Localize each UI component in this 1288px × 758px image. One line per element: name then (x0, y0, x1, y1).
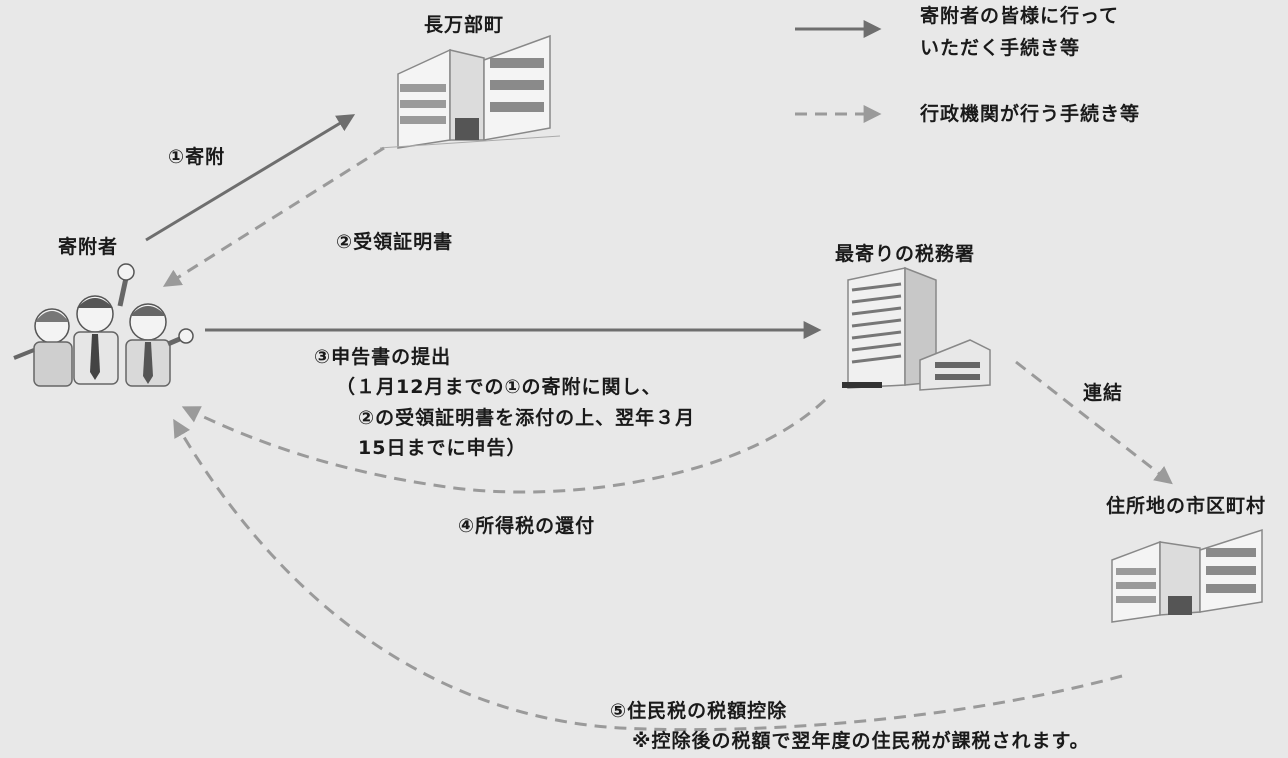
node-tax-office-label: 最寄りの税務署 (835, 243, 976, 265)
arrow-step2-certificate (162, 146, 385, 287)
step3-label: ③申告書の提出 (314, 346, 452, 368)
arrow-step4-refund (181, 398, 827, 494)
donors-illustration-icon (13, 263, 194, 387)
legend-solid-label-line2: いただく手続き等 (920, 37, 1081, 59)
arrow-step1-donation (145, 114, 356, 242)
step3-note-line3: 15日までに申告） (358, 437, 527, 459)
node-municipality-label: 住所地の市区町村 (1106, 495, 1267, 517)
step4-label: ④所得税の還付 (458, 515, 596, 537)
node-donor-label: 寄附者 (58, 236, 119, 258)
arrow-step5-deduction (173, 418, 1123, 732)
step1-label: ①寄附 (168, 146, 226, 168)
step2-label: ②受領証明書 (336, 231, 454, 253)
step3-note-line1: （１月12月までの①の寄附に関し、 (336, 376, 662, 398)
legend-solid-label-line1: 寄附者の皆様に行って (920, 5, 1120, 27)
municipality-building-icon (1111, 528, 1263, 623)
town-hall-building-icon (379, 34, 561, 149)
step5-label: ⑤住民税の税額控除 (610, 700, 788, 722)
node-town-label: 長万部町 (424, 14, 505, 36)
link-label: 連結 (1083, 382, 1124, 404)
tax-office-building-icon (842, 266, 991, 391)
legend-dashed-label: 行政機関が行う手続き等 (920, 103, 1141, 125)
arrow-link (1015, 360, 1173, 485)
step3-note-line2: ②の受領証明書を添付の上、翌年３月 (358, 407, 696, 429)
step5-note: ※控除後の税額で翌年度の住民税が課税されます。 (632, 730, 1090, 752)
